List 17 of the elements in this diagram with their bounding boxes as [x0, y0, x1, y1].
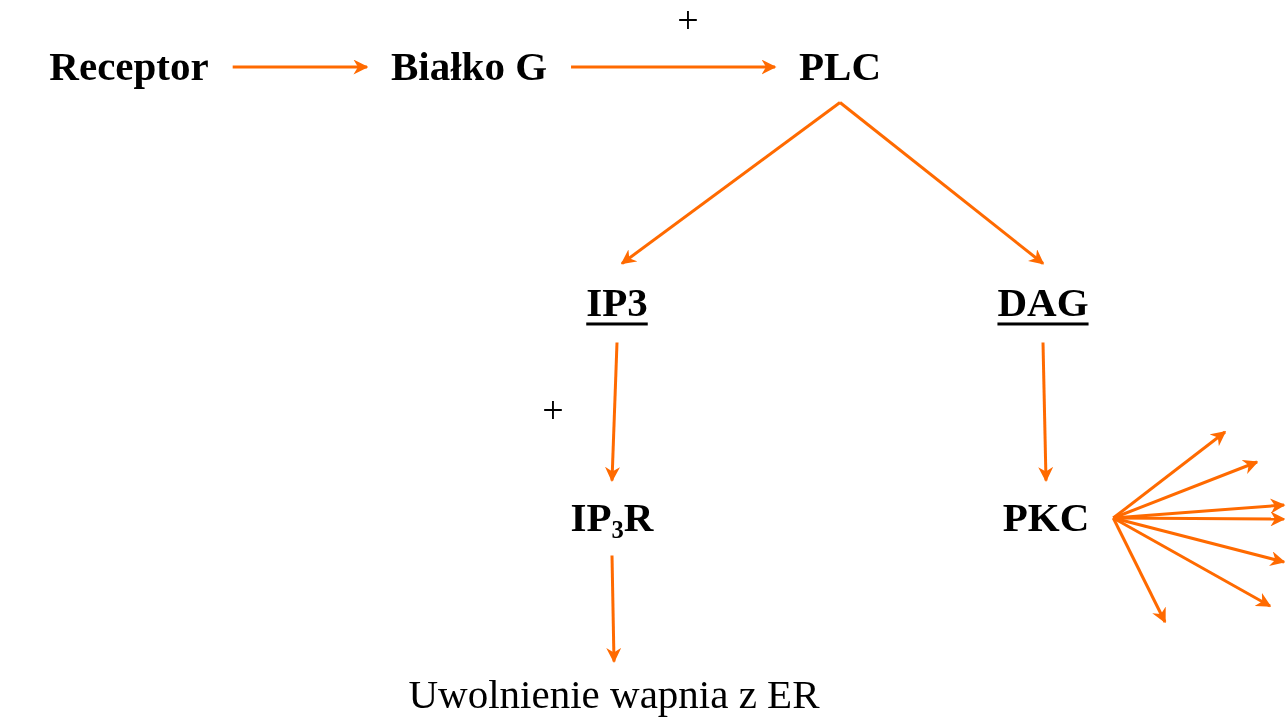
node-label: Białko G — [390, 45, 548, 89]
node-label: IP3 — [586, 281, 648, 325]
node-label: IP$_{3}$R — [570, 496, 654, 540]
arrow — [1112, 516, 1272, 608]
node-label: PKC — [1002, 496, 1090, 540]
arrow — [571, 59, 777, 75]
arrow — [839, 101, 1045, 265]
node-label: Uwolnienie wapnia z ER — [408, 673, 820, 717]
arrow — [232, 59, 369, 75]
node-label: PLC — [799, 45, 881, 89]
arrow — [1111, 517, 1167, 624]
arrow — [605, 342, 620, 482]
node-label: DAG — [997, 281, 1089, 325]
arrow — [620, 101, 841, 265]
arrow — [1038, 342, 1054, 482]
arrow — [606, 555, 622, 663]
node-label: Receptor — [49, 45, 209, 89]
